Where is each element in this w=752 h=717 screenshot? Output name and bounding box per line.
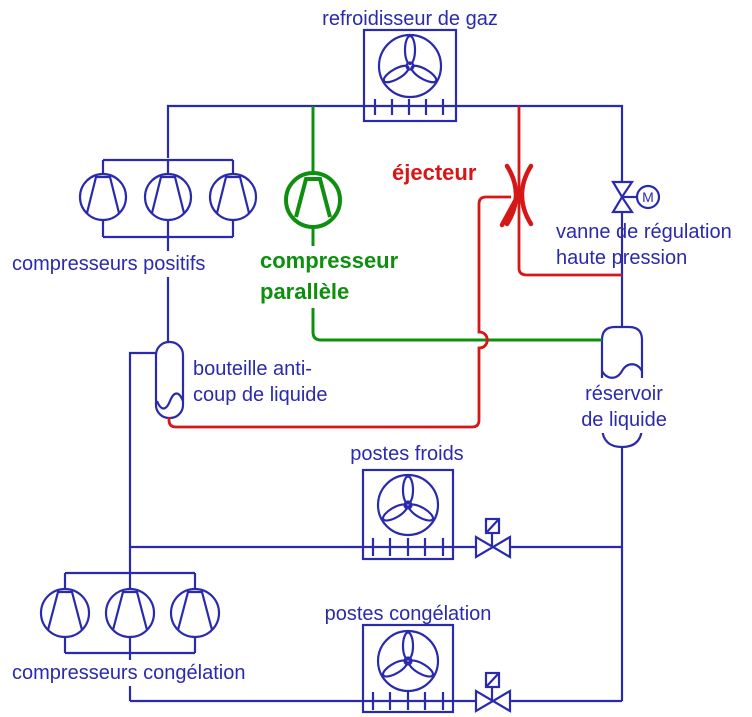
receiver-label: réservoir de liquide: [547, 381, 701, 433]
lt-compressors-label: compresseurs congélation: [10, 660, 248, 686]
ejector-suction-pipe: [167, 195, 511, 429]
suction-bottle-symbol: [154, 340, 185, 420]
mt-expansion-valve-symbol: [474, 517, 512, 559]
lt-compressors-symbol: [39, 571, 221, 655]
fan-icon: [377, 33, 443, 99]
parallel-compressor-symbol: [284, 171, 342, 229]
lt-expansion-valve-symbol: [474, 671, 512, 713]
hp-valve-symbol: M: [611, 180, 661, 214]
mt-return-pipe: [128, 351, 156, 573]
mt-compressors-label: compresseurs positifs: [10, 251, 208, 277]
fan-icon: [376, 629, 440, 693]
parallel-compressor-label: compresseur parallèle: [258, 246, 401, 308]
coil-ticks: [371, 692, 445, 710]
lt-posts-label: postes congélation: [324, 603, 492, 625]
hp-valve-label: vanne de régulation haute pression: [556, 221, 732, 269]
parallel-compressor-circuit: [284, 106, 602, 342]
coil-ticks: [371, 538, 445, 556]
discharge-header-pipe: [166, 104, 624, 328]
coil-ticks: [373, 99, 445, 115]
gas-cooler-symbol: [362, 28, 458, 123]
motor-icon: [635, 184, 661, 210]
mt-compressors-symbol: [78, 158, 258, 239]
motor-letter: M: [642, 189, 654, 205]
gas-cooler-label: refroidisseur de gaz: [322, 8, 498, 30]
ejector-label: éjecteur: [392, 160, 477, 185]
fan-icon: [376, 473, 440, 537]
lt-evaporator-line: [130, 623, 622, 714]
suction-bottle-label: bouteille anti- coup de liquide: [193, 358, 328, 406]
mt-posts-label: postes froids: [350, 443, 464, 465]
mt-evaporator-line: [130, 468, 622, 561]
ejector-circuit: [167, 106, 622, 429]
ejector-symbol: [499, 163, 534, 228]
